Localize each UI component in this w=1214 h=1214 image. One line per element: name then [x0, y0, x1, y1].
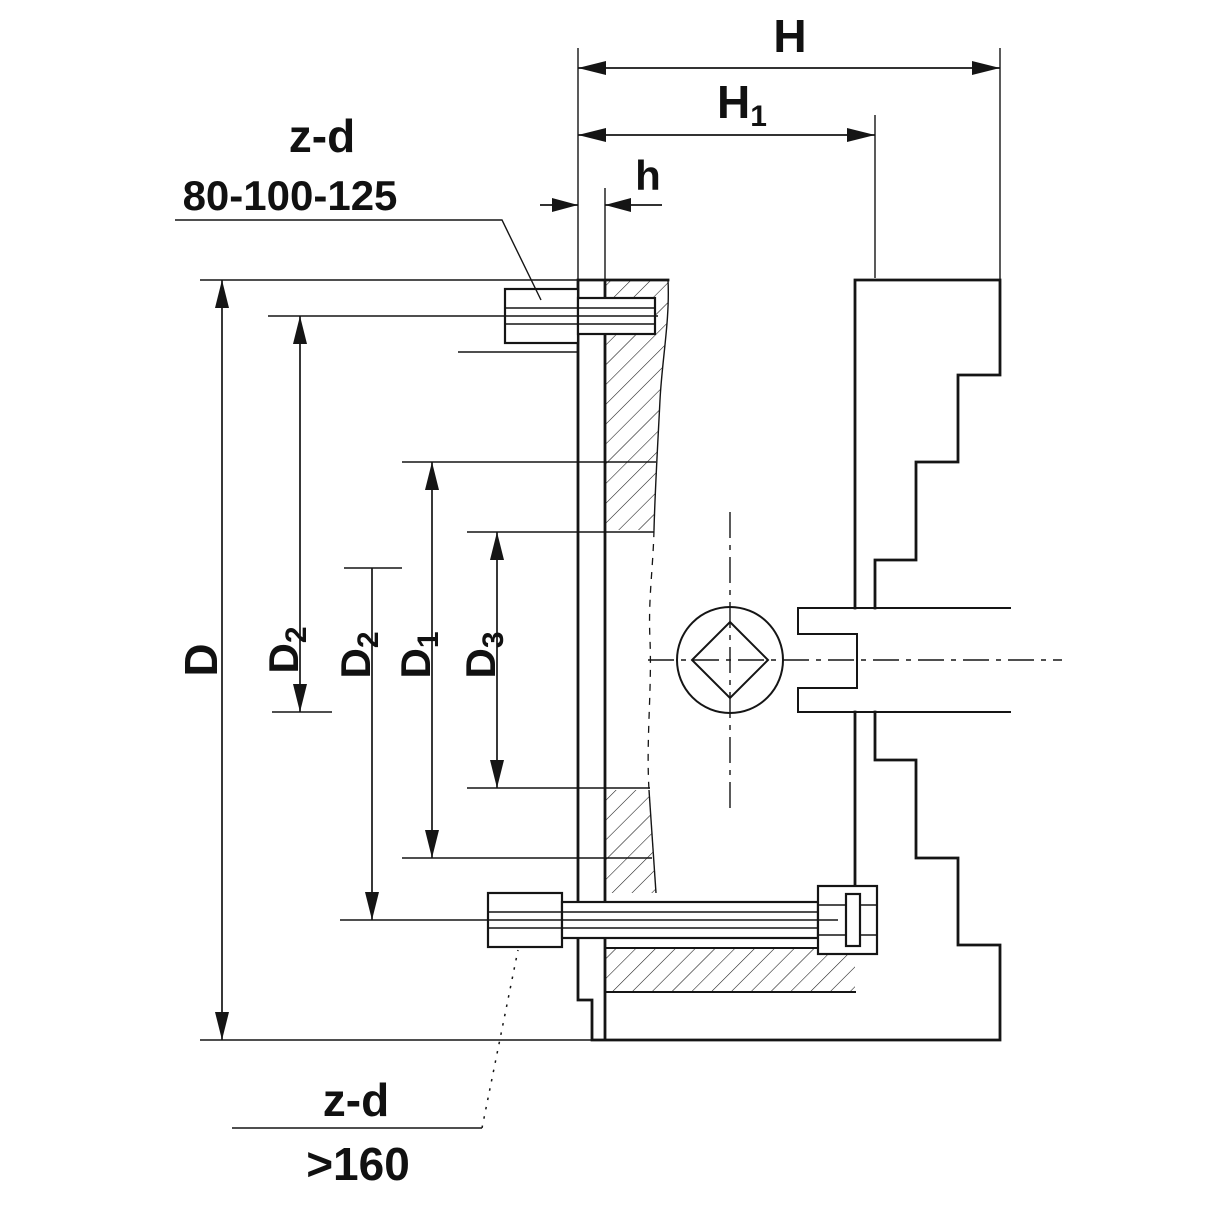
- locking-screw-slot: [844, 892, 862, 948]
- body-outline: [576, 278, 1002, 1042]
- bottom-callout-sizes: >160: [306, 1138, 410, 1190]
- hatch-lower-hub: [605, 790, 656, 893]
- section-hatching: [605, 280, 855, 992]
- dim-label-H1: H1: [717, 76, 767, 133]
- dim-label-D2-front: D2: [260, 626, 313, 673]
- top-callout-zd: z-d: [289, 110, 355, 162]
- dim-label-D3: D3: [457, 631, 510, 678]
- dim-label-h: h: [635, 152, 661, 199]
- top-bolt-slot-lines: [458, 307, 655, 353]
- break-line-top: [653, 279, 670, 531]
- top-bolt-callout: z-d 80-100-125: [183, 110, 398, 219]
- top-callout-leader: [175, 219, 542, 301]
- break-line-bottom: [648, 789, 657, 894]
- top-callout-sizes: 80-100-125: [183, 172, 398, 219]
- dim-label-D1: D1: [392, 631, 445, 678]
- extension-lines: [200, 48, 1001, 1041]
- dim-label-D: D: [175, 643, 227, 676]
- hatch-front-ring: [605, 948, 855, 992]
- centerlines: [648, 512, 1062, 808]
- bottom-bolt-slot-lines: [488, 911, 818, 929]
- bottom-callout-zd: z-d: [323, 1074, 389, 1126]
- bottom-bolt-callout: z-d >160: [306, 1074, 410, 1190]
- locking-screw: [816, 884, 879, 956]
- guideway-lines: [604, 607, 1011, 993]
- locking-screw-lines: [818, 904, 877, 936]
- bottom-callout-leader: [481, 949, 519, 1129]
- hatch-top-body: [605, 280, 669, 530]
- dim-label-H: H: [773, 10, 806, 62]
- break-lines: [647, 279, 670, 894]
- dim-label-D2-back: D2: [332, 631, 385, 678]
